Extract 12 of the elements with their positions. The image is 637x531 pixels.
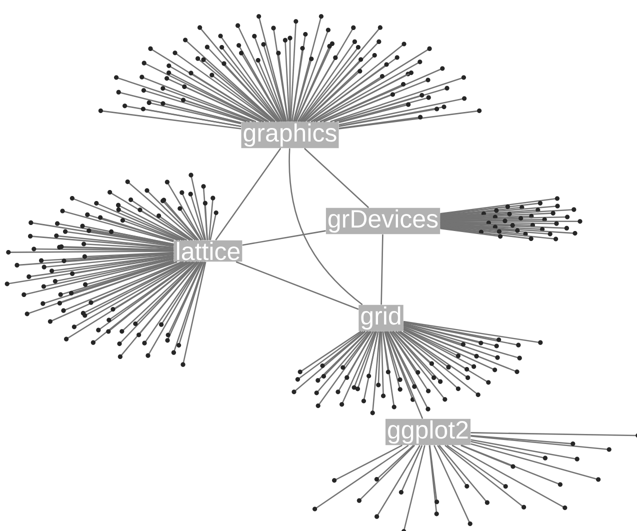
connector-line: [304, 148, 370, 208]
connector-line: [386, 331, 424, 419]
connector-line: [380, 234, 384, 305]
package-label: ggplot2: [386, 418, 471, 446]
connector-line: [242, 230, 326, 246]
connector-line: [215, 148, 282, 240]
package-label: grDevices: [326, 208, 440, 234]
package-label: graphics: [241, 122, 339, 148]
package-label: grid: [358, 304, 404, 332]
connector-line: [288, 148, 363, 306]
package-label: lattice: [174, 240, 242, 262]
connector-line: [236, 261, 359, 310]
